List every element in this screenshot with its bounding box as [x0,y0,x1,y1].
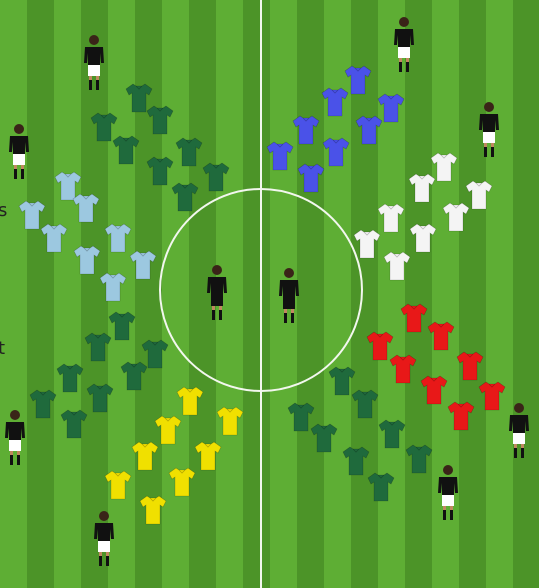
grass-stripe [513,0,539,588]
grass-stripe [486,0,514,588]
grass-stripe [0,0,28,588]
edge-glyph-upper: s [0,200,7,221]
grass-stripe [324,0,352,588]
edge-glyph-lower: t [0,338,5,359]
grass-stripe [243,0,271,588]
grass-stripe [297,0,325,588]
grass-stripe [27,0,55,588]
grass-stripe [81,0,109,588]
grass-stripe [54,0,82,588]
grass-stripe [459,0,487,588]
grass-stripe [162,0,190,588]
grass-stripe [405,0,433,588]
